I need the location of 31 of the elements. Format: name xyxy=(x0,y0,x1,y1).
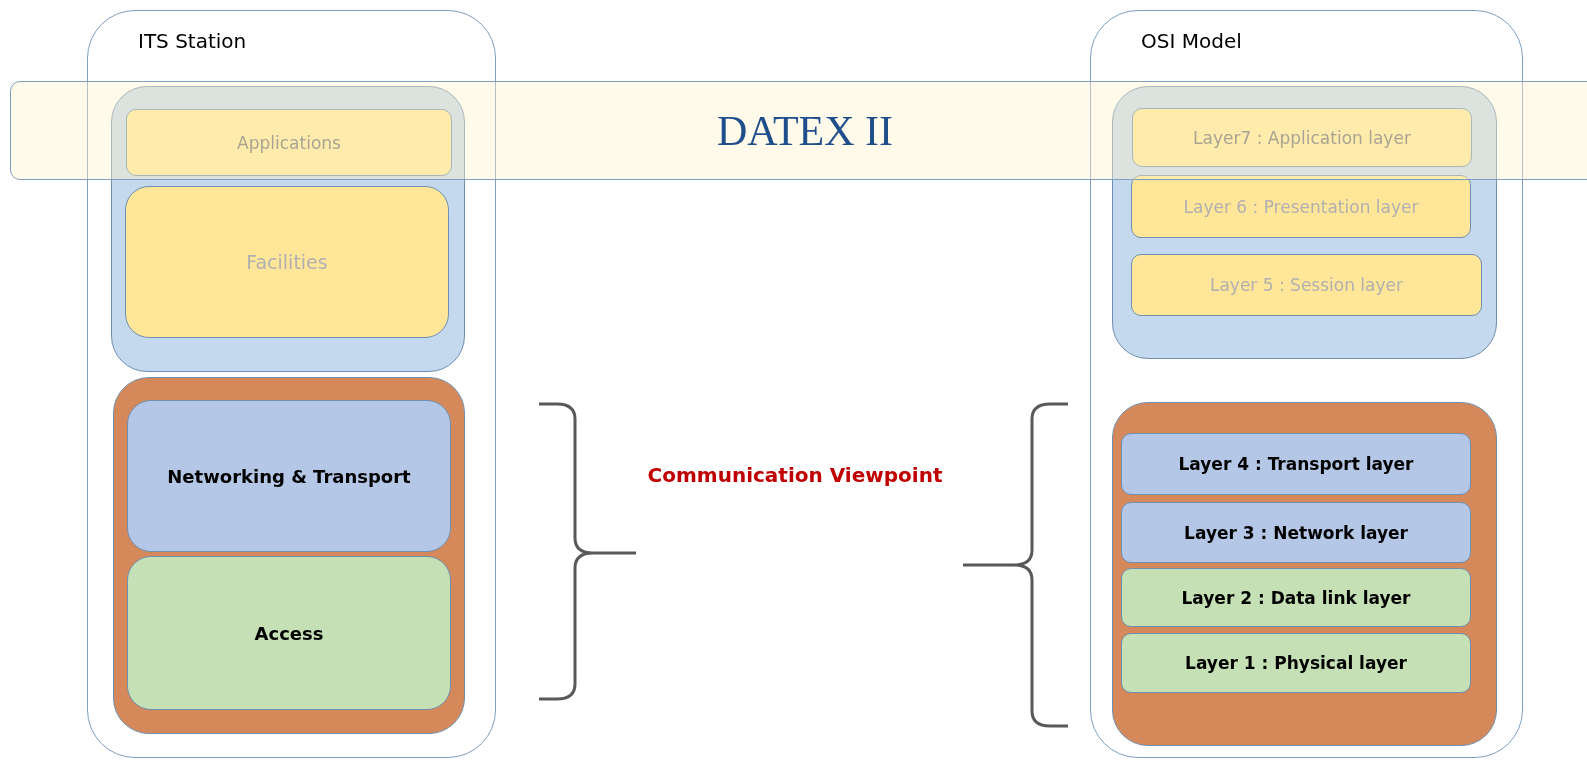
panel-title: OSI Model xyxy=(1141,29,1242,53)
protocol-band xyxy=(10,81,1587,180)
viewpoint-label: Communication Viewpoint xyxy=(646,463,944,487)
layer-box xyxy=(127,400,451,552)
layer-label: Layer 1 : Physical layer xyxy=(1185,653,1407,673)
layer-label: Layer 3 : Network layer xyxy=(1184,522,1408,543)
layer-group xyxy=(112,376,465,734)
layer-box xyxy=(1132,108,1472,167)
layer-label: Layer 4 : Transport layer xyxy=(1178,454,1414,474)
layer-label: Networking & Transport xyxy=(167,465,411,487)
layer-box xyxy=(1121,502,1471,563)
layer-label: Layer 2 : Data link layer xyxy=(1181,587,1411,608)
layer-box xyxy=(125,186,449,338)
layer-label: Layer7 : Application layer xyxy=(1193,127,1411,148)
layer-label: Layer 5 : Session layer xyxy=(1209,275,1404,295)
layer-group xyxy=(1111,401,1497,746)
band-label: DATEX II xyxy=(716,106,894,155)
layer-box xyxy=(1121,633,1471,693)
layer-box xyxy=(127,556,451,710)
layer-label: Facilities xyxy=(246,251,328,273)
layer-box xyxy=(1131,175,1471,238)
layer-box xyxy=(1121,433,1471,495)
station-panel xyxy=(1090,10,1523,758)
layer-label: Layer 6 : Presentation layer xyxy=(1183,196,1419,217)
layer-label: Applications xyxy=(237,132,341,153)
layer-label: Access xyxy=(254,622,324,644)
layer-box xyxy=(126,109,452,176)
station-panel xyxy=(87,10,496,758)
layer-box xyxy=(1121,568,1471,627)
layer-box xyxy=(1131,254,1482,316)
panel-title: ITS Station xyxy=(138,29,247,53)
